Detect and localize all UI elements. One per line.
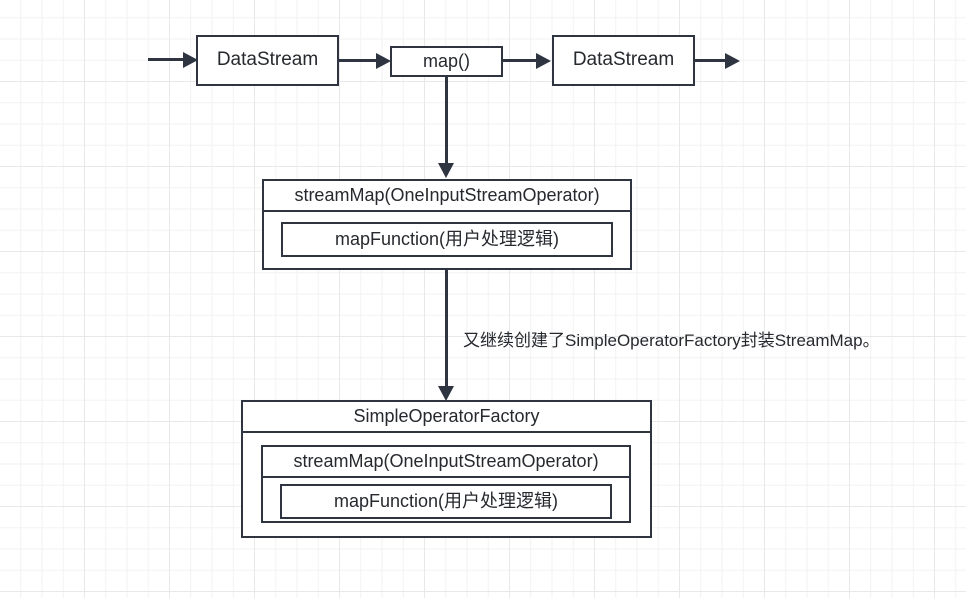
container-operator-factory-title: SimpleOperatorFactory: [243, 402, 650, 433]
container-stream-map-nested[interactable]: streamMap(OneInputStreamOperator) mapFun…: [261, 445, 631, 523]
node-map-function-nested-label: mapFunction(用户处理逻辑): [333, 490, 559, 511]
arrow-input-line: [148, 58, 186, 61]
node-datastream-output[interactable]: DataStream: [552, 35, 695, 86]
node-map-call[interactable]: map(): [390, 46, 503, 77]
node-datastream-output-label: DataStream: [572, 49, 675, 71]
arrow-output-head: [725, 53, 740, 69]
container-stream-map-title: streamMap(OneInputStreamOperator): [264, 181, 630, 212]
annotation-factory-note: 又继续创建了SimpleOperatorFactory封装StreamMap。: [463, 331, 880, 350]
arrow-map-to-streammap-line: [445, 77, 448, 165]
node-map-function-label: mapFunction(用户处理逻辑): [334, 228, 560, 249]
container-stream-map[interactable]: streamMap(OneInputStreamOperator) mapFun…: [262, 179, 632, 270]
arrow-ds-to-map-line: [339, 59, 377, 62]
arrow-map-to-streammap-head: [438, 163, 454, 178]
container-operator-factory[interactable]: SimpleOperatorFactory streamMap(OneInput…: [241, 400, 652, 538]
arrow-input-head: [183, 52, 198, 68]
node-datastream-input[interactable]: DataStream: [196, 35, 339, 86]
arrow-streammap-to-factory-head: [438, 386, 454, 401]
node-datastream-input-label: DataStream: [216, 49, 319, 71]
node-map-function[interactable]: mapFunction(用户处理逻辑): [281, 222, 613, 257]
arrow-map-to-ds-head: [536, 53, 551, 69]
node-map-call-label: map(): [422, 50, 470, 71]
arrow-map-to-ds-line: [503, 59, 538, 62]
arrow-ds-to-map-head: [376, 53, 391, 69]
arrow-output-line: [695, 59, 727, 62]
arrow-streammap-to-factory-line: [445, 270, 448, 388]
container-stream-map-nested-title: streamMap(OneInputStreamOperator): [263, 447, 629, 478]
node-map-function-nested[interactable]: mapFunction(用户处理逻辑): [280, 484, 612, 519]
